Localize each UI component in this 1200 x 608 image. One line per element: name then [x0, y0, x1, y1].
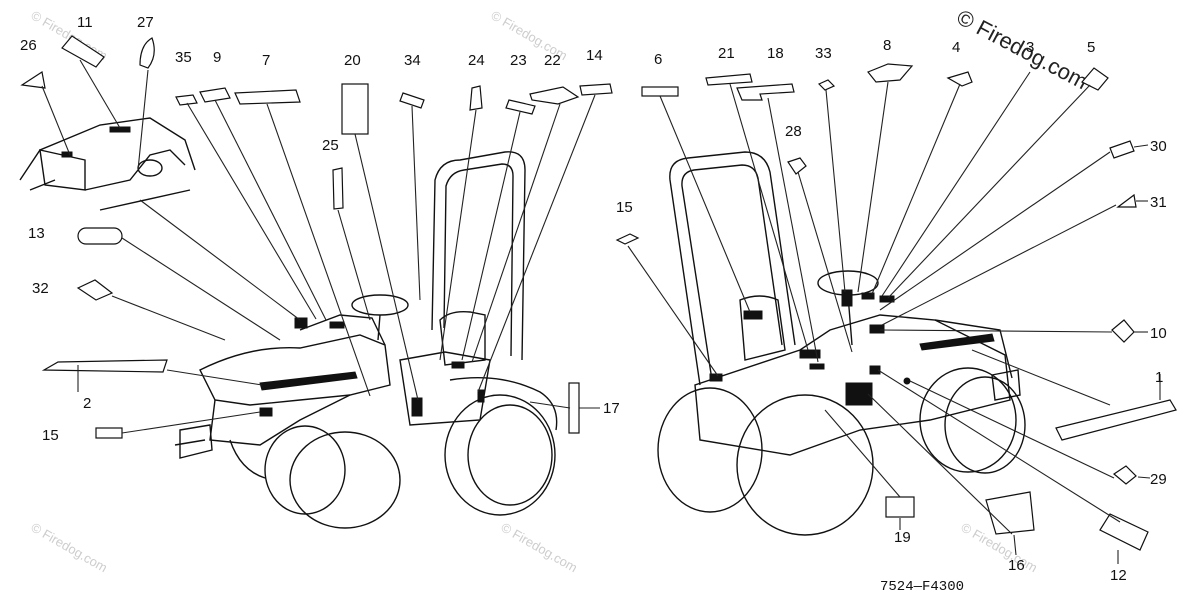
- decal-22: [529, 86, 580, 105]
- decal-17: [568, 382, 580, 434]
- callout-18: 18: [767, 45, 784, 62]
- callout-26: 26: [20, 37, 37, 54]
- dash-detail-inset: [19, 117, 196, 211]
- figure-code: 7524—F4300: [880, 579, 964, 595]
- callout-24: 24: [468, 52, 485, 69]
- decal-15-left: [95, 427, 123, 439]
- right-decals: [615, 63, 1177, 564]
- decal-7: [234, 89, 301, 105]
- decal-30: [1109, 140, 1135, 159]
- decal-6: [641, 86, 679, 97]
- decal-26: [20, 71, 46, 89]
- callout-6: 6: [654, 51, 662, 68]
- callout-16: 16: [1008, 557, 1025, 574]
- callout-17: 17: [603, 400, 620, 417]
- callout-20: 20: [344, 52, 361, 69]
- decal-9: [199, 87, 231, 103]
- callout-27: 27: [137, 14, 154, 31]
- watermark-bottom-center: © Firedog.com: [499, 520, 581, 576]
- callout-35: 35: [175, 49, 192, 66]
- callout-30: 30: [1150, 138, 1167, 155]
- right-tractor: [657, 151, 1026, 536]
- decal-29: [1112, 465, 1137, 485]
- decal-10: [1111, 319, 1135, 343]
- decal-24: [469, 85, 483, 111]
- callout-10: 10: [1150, 325, 1167, 342]
- decal-34: [399, 92, 425, 109]
- decal-23: [505, 99, 536, 115]
- callout-8: 8: [883, 37, 891, 54]
- callout-1: 1: [1155, 369, 1163, 386]
- callout-15-right: 15: [616, 199, 633, 216]
- copyright-mark: © Firedog.com: [953, 4, 1092, 94]
- callout-12: 12: [1110, 567, 1127, 584]
- decal-31: [1116, 193, 1137, 208]
- decal-12: [1099, 513, 1149, 551]
- callout-19: 19: [894, 529, 911, 546]
- callout-7: 7: [262, 52, 270, 69]
- callout-29: 29: [1150, 471, 1167, 488]
- decal-32: [76, 279, 114, 301]
- decal-35: [175, 94, 198, 106]
- callout-15-left: 15: [42, 427, 59, 444]
- decal-14: [579, 83, 613, 96]
- decal-5: [1081, 67, 1109, 91]
- watermark-bottom-left: © Firedog.com: [29, 520, 111, 576]
- callout-31: 31: [1150, 194, 1167, 211]
- callout-11: 11: [77, 14, 93, 31]
- decal-28: [787, 157, 807, 175]
- callout-9: 9: [213, 49, 221, 66]
- callout-4: 4: [952, 39, 960, 56]
- callout-28: 28: [785, 123, 802, 140]
- callout-5: 5: [1087, 39, 1095, 56]
- decal-4: [946, 71, 973, 87]
- callout-2: 2: [83, 395, 91, 412]
- left-tractor: [174, 151, 558, 529]
- decal-19: [885, 496, 915, 518]
- decal-13: [77, 227, 123, 245]
- callout-32: 32: [32, 280, 49, 297]
- decal-16: [985, 491, 1035, 535]
- decal-33: [817, 79, 836, 91]
- decal-18: [736, 83, 795, 101]
- decal-21: [705, 73, 753, 86]
- decal-27: [139, 37, 155, 69]
- callout-labels: 26 11 27 35 9 7 20 34 24 23 22 14 25 13 …: [20, 14, 1167, 584]
- callout-13: 13: [28, 225, 45, 242]
- decal-2: [41, 359, 168, 373]
- callout-3: 3: [1026, 39, 1034, 56]
- decal-15-right: [615, 233, 640, 245]
- callout-22: 22: [544, 52, 561, 69]
- callout-25: 25: [322, 137, 339, 154]
- left-decals: [20, 35, 613, 439]
- callout-33: 33: [815, 45, 832, 62]
- callout-23: 23: [510, 52, 527, 69]
- decal-20: [341, 83, 369, 135]
- decal-1: [1055, 399, 1177, 441]
- decal-8: [867, 63, 914, 83]
- callout-14: 14: [586, 47, 603, 64]
- decal-11: [61, 35, 105, 68]
- decal-25: [332, 167, 344, 210]
- callout-21: 21: [718, 45, 735, 62]
- callout-34: 34: [404, 52, 421, 69]
